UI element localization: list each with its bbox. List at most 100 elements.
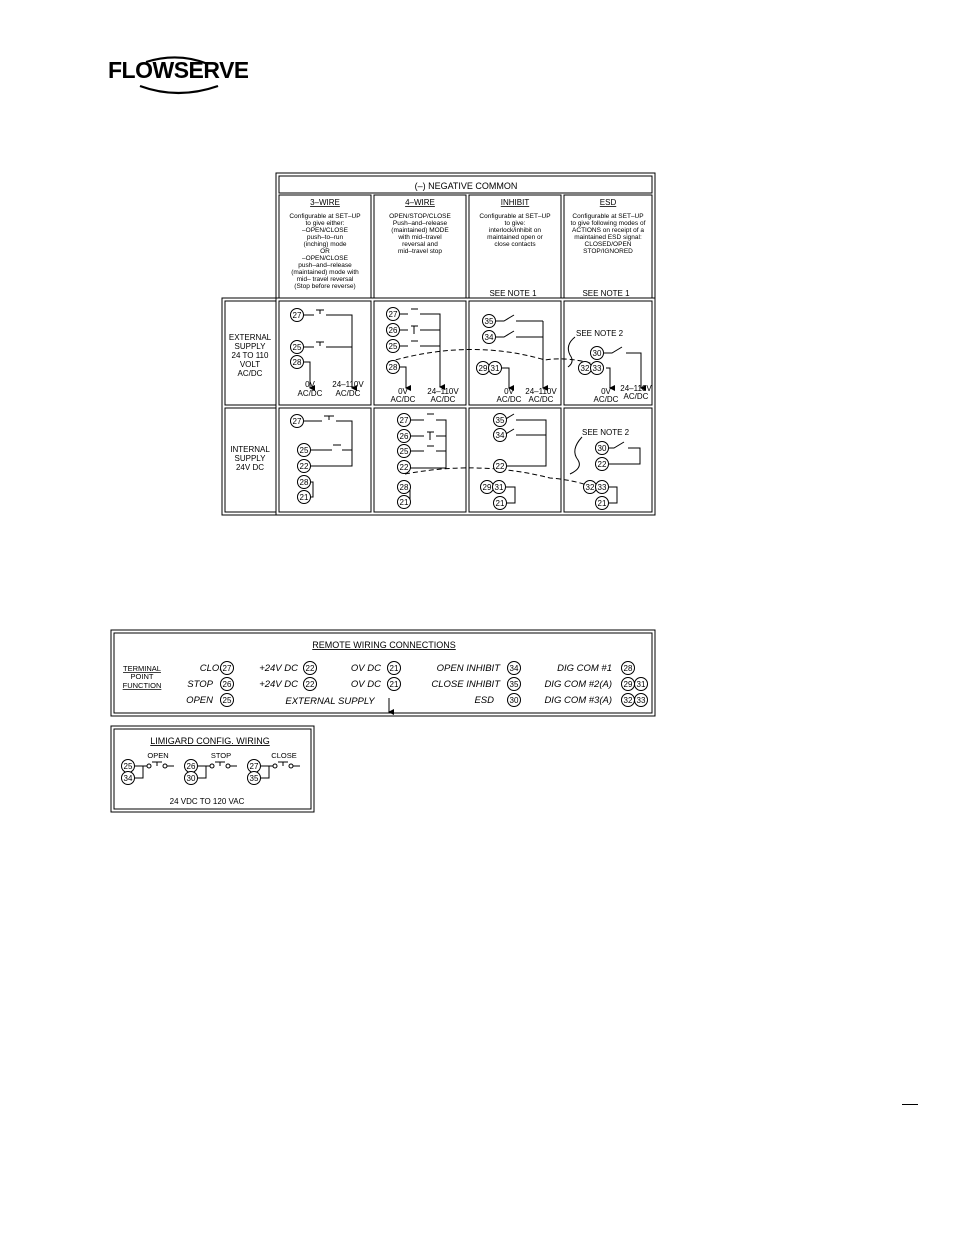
supply-24-110v: 24–110V <box>620 384 652 393</box>
svg-text:35: 35 <box>496 416 505 425</box>
terminal-35: 35 <box>482 314 496 328</box>
terminal-31: 31 <box>488 361 502 375</box>
svg-text:27: 27 <box>389 310 398 319</box>
terminal-34: 34 <box>493 428 507 442</box>
remote-function-label: DIG COM #3(A) <box>544 695 612 706</box>
remote-function-label: CLOSE INHIBIT <box>431 679 501 690</box>
svg-text:21: 21 <box>400 498 409 507</box>
logo-text: FLOWSERVE <box>108 57 248 83</box>
svg-text:31: 31 <box>495 483 504 492</box>
svg-text:21: 21 <box>300 493 309 502</box>
row-label-line: SUPPLY <box>235 454 267 463</box>
svg-text:28: 28 <box>389 363 398 372</box>
col-desc-line: to give: <box>505 220 526 227</box>
col-desc-line: to give either: <box>305 220 344 227</box>
col-desc-line: mid– travel reversal <box>297 276 354 283</box>
terminal-29: 29 <box>476 361 490 375</box>
limigard-footer: 24 VDC TO 120 VAC <box>170 797 245 806</box>
svg-text:22: 22 <box>496 462 505 471</box>
svg-text:28: 28 <box>293 358 302 367</box>
terminal-25: 25 <box>397 444 411 458</box>
svg-text:21: 21 <box>496 499 505 508</box>
terminal-25: 25 <box>290 340 304 354</box>
supply-acdc: AC/DC <box>624 392 649 401</box>
col-desc-line: Configurable at SET–UP <box>479 213 550 220</box>
terminal-25: 25 <box>386 339 400 353</box>
supply-acdc: AC/DC <box>298 389 323 398</box>
svg-text:29: 29 <box>479 364 488 373</box>
remote-function-label: DIG COM #1 <box>557 663 612 674</box>
col-desc-line: (inching) mode <box>304 241 347 248</box>
terminal-30: 30 <box>590 346 604 360</box>
matrix-title: (–) NEGATIVE COMMON <box>415 181 518 191</box>
svg-text:28: 28 <box>400 483 409 492</box>
terminal-22: 22 <box>397 460 411 474</box>
col-desc-line: OR <box>320 248 330 255</box>
terminal-25: 25 <box>220 693 234 707</box>
limigard-wire <box>198 761 237 779</box>
svg-text:29: 29 <box>624 680 633 689</box>
terminal-21: 21 <box>397 495 411 509</box>
wiring-lines <box>304 308 641 504</box>
svg-text:34: 34 <box>510 664 519 673</box>
limigard-wire <box>261 761 300 779</box>
terminal-25: 25 <box>297 443 311 457</box>
supply-acdc: AC/DC <box>391 395 416 404</box>
terminal-21: 21 <box>493 496 507 510</box>
external-supply-label: EXTERNAL SUPPLY <box>285 696 375 707</box>
col-desc-line: push–to–run <box>307 234 344 241</box>
see-note-2: SEE NOTE 2 <box>582 428 630 437</box>
remote-title: REMOTE WIRING CONNECTIONS <box>312 640 456 650</box>
remote-function-label: +24V DC <box>259 663 298 674</box>
wiring-matrix: (–) NEGATIVE COMMON 3–WIRE 4–WIRE INHIBI… <box>221 172 656 516</box>
terminal-34: 34 <box>507 661 521 675</box>
col-desc-line: OPEN/STOP/CLOSE <box>389 213 451 220</box>
see-note-1: SEE NOTE 1 <box>582 289 630 298</box>
col-header-3wire: 3–WIRE <box>310 198 340 207</box>
terminal-28: 28 <box>386 360 400 374</box>
terminal-31: 31 <box>492 480 506 494</box>
terminal-28: 28 <box>621 661 635 675</box>
svg-text:26: 26 <box>187 762 196 771</box>
flowserve-logo-graphic: FLOWSERVE <box>108 56 249 95</box>
row-label-line: INTERNAL <box>230 445 270 454</box>
svg-text:33: 33 <box>637 696 646 705</box>
terminal-32: 32 <box>621 693 635 707</box>
terminal-35: 35 <box>493 413 507 427</box>
col-header-esd: ESD <box>600 198 617 207</box>
remote-function-label: OPEN INHIBIT <box>437 663 502 674</box>
svg-text:27: 27 <box>223 664 232 673</box>
terminal-26: 26 <box>386 323 400 337</box>
svg-text:33: 33 <box>593 364 602 373</box>
remote-wiring-panel: REMOTE WIRING CONNECTIONS TERMINAL POINT… <box>110 629 656 813</box>
svg-text:30: 30 <box>187 774 196 783</box>
supply-acdc: AC/DC <box>594 395 619 404</box>
terminal-22: 22 <box>297 459 311 473</box>
remote-function-label: +24V DC <box>259 679 298 690</box>
terminal-28: 28 <box>397 480 411 494</box>
col-desc-line: Configurable at SET–UP <box>289 213 360 220</box>
terminal-29: 29 <box>621 677 635 691</box>
contact-point <box>272 763 278 769</box>
limigard-title: LIMIGARD CONFIG. WIRING <box>150 736 270 746</box>
terminal-33: 33 <box>595 480 609 494</box>
contact-point <box>209 763 215 769</box>
svg-text:26: 26 <box>223 680 232 689</box>
row-label-line: 24 TO 110 <box>232 351 269 360</box>
left-label-line: POINT <box>131 672 154 681</box>
terminal-30: 30 <box>595 441 609 455</box>
svg-text:28: 28 <box>624 664 633 673</box>
terminal-35: 35 <box>247 771 261 785</box>
svg-text:22: 22 <box>306 680 315 689</box>
supply-0v: 0V <box>504 387 514 396</box>
remote-item: DIG COM #1 28 <box>557 661 635 675</box>
contact-point <box>162 763 168 769</box>
